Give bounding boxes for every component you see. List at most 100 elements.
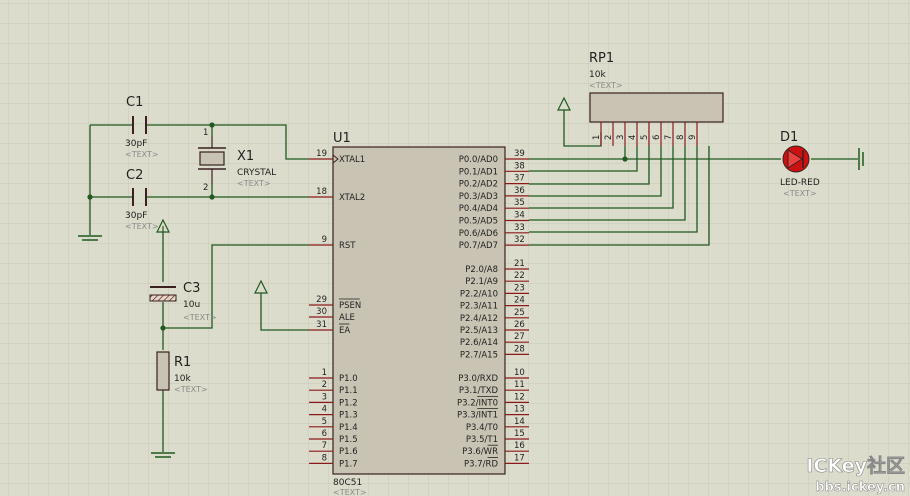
r1-text: <TEXT> <box>174 385 208 394</box>
pin-number: 13 <box>514 405 525 415</box>
pin-number: 24 <box>514 296 525 306</box>
pin-label: P3.7/RD <box>464 459 498 469</box>
c1-value: 30pF <box>125 139 147 149</box>
pin-number: 27 <box>514 332 525 342</box>
mcu-part: 80C51 <box>333 478 362 488</box>
mcu-body <box>332 146 506 475</box>
pin-number: 31 <box>316 320 327 330</box>
capacitor-c3[interactable]: C3 10u <TEXT> <box>149 281 217 322</box>
rp1-pin-number: 2 <box>604 135 614 140</box>
pin-number: 3 <box>322 392 327 402</box>
pin-number: 1 <box>322 368 327 378</box>
pin-label: P2.4/A12 <box>460 314 498 324</box>
pin-number: 9 <box>322 235 327 245</box>
rp1-text: <TEXT> <box>589 81 623 90</box>
x1-pin1: 1 <box>203 128 208 138</box>
rp1-pin-number: 3 <box>616 135 626 140</box>
pin-number: 35 <box>514 198 525 208</box>
pin-number: 14 <box>514 417 525 427</box>
pin-label: P1.1 <box>339 386 358 396</box>
r1-ref: R1 <box>174 355 191 370</box>
pin-number: 25 <box>514 308 525 318</box>
pin-number: 29 <box>316 295 327 305</box>
pin-number: 2 <box>322 380 327 390</box>
pin-label: EA <box>339 326 350 336</box>
pin-label: P2.6/A14 <box>460 338 498 348</box>
pin-label: P3.0/RXD <box>458 374 498 384</box>
rp1-pin-number: 1 <box>592 135 602 140</box>
pin-label: XTAL2 <box>339 193 365 203</box>
clock-marker <box>332 154 339 164</box>
power-terminal-icon <box>557 96 571 111</box>
mcu-u1[interactable]: U1 80C51 <TEXT> 19XTAL118XTAL29RST29PSEN… <box>309 131 529 496</box>
pin-label: P2.7/A15 <box>460 350 498 360</box>
pin-number: 36 <box>514 186 525 196</box>
rp1-value: 10k <box>589 70 606 80</box>
pin-number: 28 <box>514 344 525 354</box>
capacitor-c2[interactable]: C2 30pF <TEXT> <box>125 168 159 231</box>
pin-label: ALE <box>339 313 355 323</box>
d1-text: <TEXT> <box>783 189 817 198</box>
pin-label: P3.2/INT0 <box>457 398 498 408</box>
pin-label: P3.4/T0 <box>466 423 498 433</box>
pin-number: 22 <box>514 271 525 281</box>
pin-label: P0.2/AD2 <box>459 180 498 190</box>
pin-number: 5 <box>322 417 327 427</box>
d1-value: LED-RED <box>780 178 820 188</box>
watermark-line1: ICKey社区 <box>806 454 905 477</box>
c3-ref: C3 <box>183 281 200 296</box>
pin-number: 15 <box>514 429 525 439</box>
pin-label: P3.3/INT1 <box>457 411 498 421</box>
pin-number: 37 <box>514 174 525 184</box>
x1-pin2: 2 <box>203 183 208 193</box>
pin-number: 19 <box>316 149 327 159</box>
mcu-ref: U1 <box>333 131 351 146</box>
pin-label: P2.0/A8 <box>465 265 498 275</box>
pin-label: P2.3/A11 <box>460 302 498 312</box>
c2-ref: C2 <box>126 168 143 183</box>
capacitor-c1[interactable]: C1 30pF <TEXT> <box>125 95 159 159</box>
pin-number: 10 <box>514 368 525 378</box>
power-terminal-icon <box>156 218 170 233</box>
pin-label: P0.6/AD6 <box>459 229 498 239</box>
pin-label: P2.1/A9 <box>465 277 498 287</box>
wires <box>89 110 858 452</box>
led-d1[interactable]: D1 LED-RED <TEXT> <box>780 130 820 198</box>
rp1-pin-number: 6 <box>652 135 662 140</box>
pin-number: 39 <box>514 149 525 159</box>
rp1-ref: RP1 <box>589 51 614 66</box>
pin-number: 4 <box>322 405 327 415</box>
rp1-body <box>589 92 724 123</box>
pin-number: 16 <box>514 441 525 451</box>
crystal-x1[interactable]: 1 2 X1 CRYSTAL <TEXT> <box>198 128 276 193</box>
ground-bottom-icon <box>151 452 175 458</box>
pin-label: P0.0/AD0 <box>459 155 498 165</box>
pin-label: P0.4/AD4 <box>459 204 498 214</box>
rp1-pin-number: 9 <box>688 135 698 140</box>
pin-label: P3.1/TXD <box>459 386 499 396</box>
pin-label: P0.1/AD1 <box>459 167 498 177</box>
pin-number: 26 <box>514 320 525 330</box>
pin-label: P1.3 <box>339 411 358 421</box>
watermark: ICKey社区 bbs.ickey.cn <box>806 454 905 496</box>
watermark-line2: bbs.ickey.cn <box>815 480 905 495</box>
resistor-r1[interactable]: R1 10k <TEXT> <box>156 351 208 394</box>
pin-number: 34 <box>514 211 525 221</box>
c3-text: <TEXT> <box>183 313 217 322</box>
mcu-pins: 19XTAL118XTAL29RST29PSEN30ALE31EA1P1.02P… <box>309 149 529 469</box>
power-terminal-icon <box>254 279 268 294</box>
pin-number: 17 <box>514 453 525 463</box>
pin-number: 30 <box>316 307 327 317</box>
pin-number: 33 <box>514 223 525 233</box>
ground-left-icon <box>78 235 102 241</box>
pin-label: P1.0 <box>339 374 358 384</box>
pin-number: 7 <box>322 441 327 451</box>
pin-label: P3.5/T1 <box>466 435 498 445</box>
rp1-pin-number: 7 <box>664 135 674 140</box>
pin-number: 32 <box>514 235 525 245</box>
x1-ref: X1 <box>237 149 254 164</box>
pin-label: RST <box>339 241 356 251</box>
